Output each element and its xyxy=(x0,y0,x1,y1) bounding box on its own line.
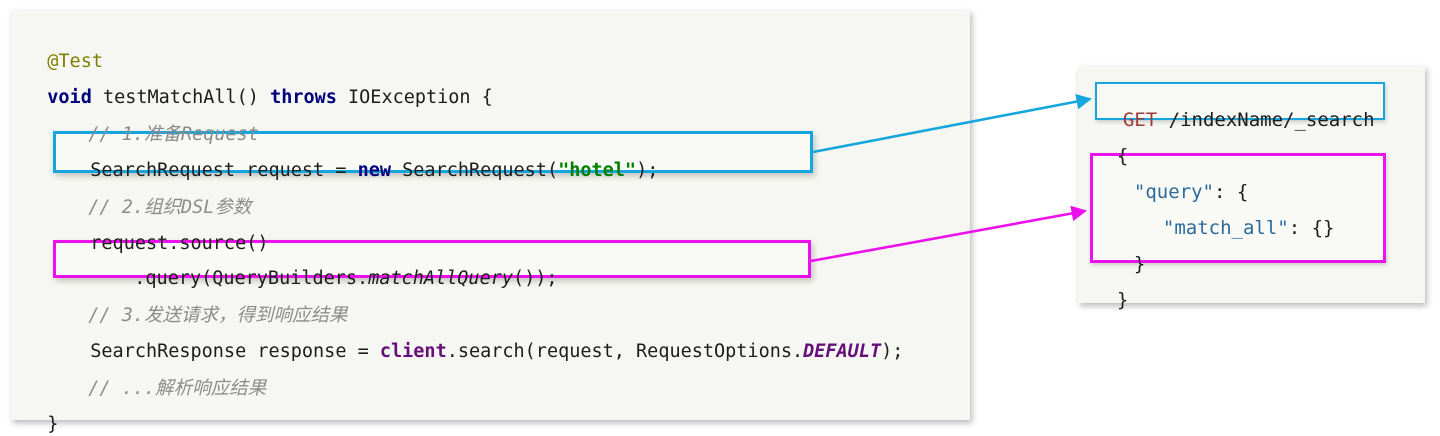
code-line-method-signature: void testMatchAll() throws IOException { xyxy=(25,70,493,107)
code-line-annotation: @Test xyxy=(25,34,103,71)
inner-close-brace-token: } xyxy=(1133,253,1146,275)
comment-text: // 1.准备Request xyxy=(88,123,259,145)
query-colon-brace: : { xyxy=(1213,181,1249,203)
java-code-panel xyxy=(11,10,970,420)
request-declaration: SearchRequest request = xyxy=(90,159,358,181)
code-line-query-matchall: .query(QueryBuilders.matchAllQuery()); xyxy=(112,251,558,289)
code-line-comment-4: // ...解析响应结果 xyxy=(66,361,266,398)
close-brace-token: } xyxy=(1116,289,1129,311)
code-line-comment-3: // 3.发送请求，得到响应结果 xyxy=(66,288,347,325)
match-all-empty-object: : {} xyxy=(1288,217,1335,239)
match-all-query-method: matchAllQuery xyxy=(368,267,513,289)
source-call: request.source() xyxy=(90,232,269,254)
close-brace-token: } xyxy=(47,413,59,435)
comment-text: // ...解析响应结果 xyxy=(88,377,267,399)
search-request-ctor: SearchRequest( xyxy=(391,159,559,181)
dsl-highlight-request-line xyxy=(1095,82,1385,120)
client-field: client xyxy=(379,340,447,362)
response-declaration: SearchResponse response = xyxy=(90,340,380,362)
annotation-token: @Test xyxy=(47,50,103,72)
method-name: testMatchAll() xyxy=(91,86,271,108)
dsl-line-request: GET /indexName/_search xyxy=(1100,92,1375,130)
json-key-match-all: "match_all" xyxy=(1162,217,1289,239)
response-statement-tail: ); xyxy=(881,340,904,362)
search-call: .search(request, RequestOptions. xyxy=(446,340,804,362)
http-verb-get: GET xyxy=(1122,109,1158,131)
comment-text: // 2.组织DSL参数 xyxy=(88,196,252,218)
exception-type: IOException { xyxy=(336,86,493,108)
query-call-tail: ()); xyxy=(512,267,558,289)
keyword-void: void xyxy=(47,86,92,108)
dsl-line-close-brace: } xyxy=(1094,272,1128,310)
dsl-highlight-query-block xyxy=(1090,153,1386,263)
code-line-request-source: request.source() xyxy=(68,216,269,254)
dsl-line-open-brace: { xyxy=(1094,128,1128,166)
dsl-line-query-key: "query": { xyxy=(1111,164,1248,202)
code-line-close-brace: } xyxy=(25,397,58,434)
keyword-throws: throws xyxy=(270,86,337,108)
query-call-head: .query(QueryBuilders. xyxy=(134,267,369,289)
dsl-line-query-close: } xyxy=(1111,236,1145,274)
json-key-query: "query" xyxy=(1133,181,1214,203)
dsl-request-path: /indexName/_search xyxy=(1157,109,1375,131)
code-line-new-search-request: SearchRequest request = new SearchReques… xyxy=(68,143,658,180)
code-highlight-query xyxy=(53,240,811,278)
code-line-comment-1: // 1.准备Request xyxy=(66,107,259,144)
request-options-default: DEFAULT xyxy=(803,340,882,362)
code-line-comment-2: // 2.组织DSL参数 xyxy=(66,180,251,217)
request-statement-tail: ); xyxy=(636,159,659,181)
comment-text: // 3.发送请求，得到响应结果 xyxy=(88,304,348,326)
code-highlight-request xyxy=(53,131,813,173)
keyword-new: new xyxy=(357,159,392,181)
code-line-search-response: SearchResponse response = client.search(… xyxy=(68,324,903,361)
dsl-line-match-all: "match_all": {} xyxy=(1140,200,1335,238)
string-hotel: "hotel" xyxy=(558,159,637,181)
open-brace-token: { xyxy=(1116,145,1129,167)
